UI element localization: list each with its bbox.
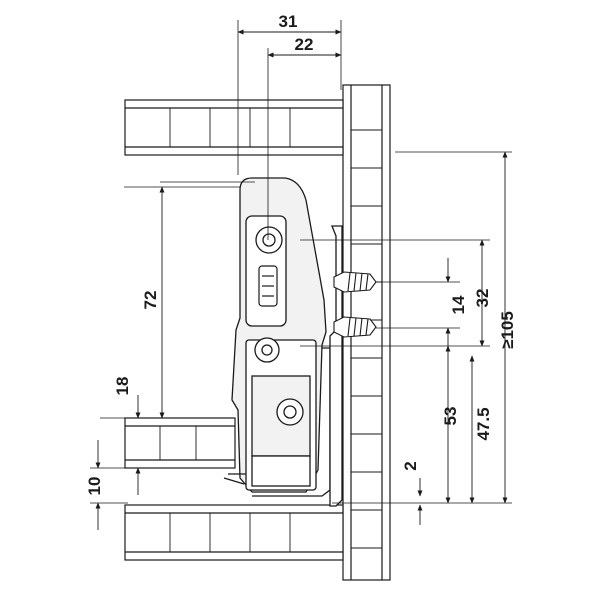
dim-label-47-5: 47.5 <box>474 407 493 440</box>
upper-shelf-panel <box>124 99 344 156</box>
dim-label-105: ≥105 <box>498 311 517 349</box>
lower-shelf-panel <box>124 504 344 561</box>
screw-icon <box>333 271 377 293</box>
runner-profile <box>223 177 331 497</box>
dim-label-14: 14 <box>449 295 468 314</box>
adjustment-cam-icon <box>254 226 304 426</box>
dimension-arrows <box>95 29 508 530</box>
dim-label-22: 22 <box>295 35 314 54</box>
drawer-bottom-panel <box>124 417 236 469</box>
extension-lines <box>90 20 512 504</box>
runner-slot <box>258 265 278 307</box>
dim-label-10: 10 <box>85 477 104 496</box>
screw-icon <box>333 316 377 338</box>
mounting-bracket <box>329 225 343 507</box>
dim-label-32: 32 <box>473 289 492 308</box>
dim-label-2: 2 <box>401 461 420 470</box>
dim-label-72: 72 <box>141 291 160 310</box>
dim-label-53: 53 <box>441 407 460 426</box>
dim-label-18: 18 <box>113 377 132 396</box>
dim-label-31: 31 <box>279 12 298 31</box>
